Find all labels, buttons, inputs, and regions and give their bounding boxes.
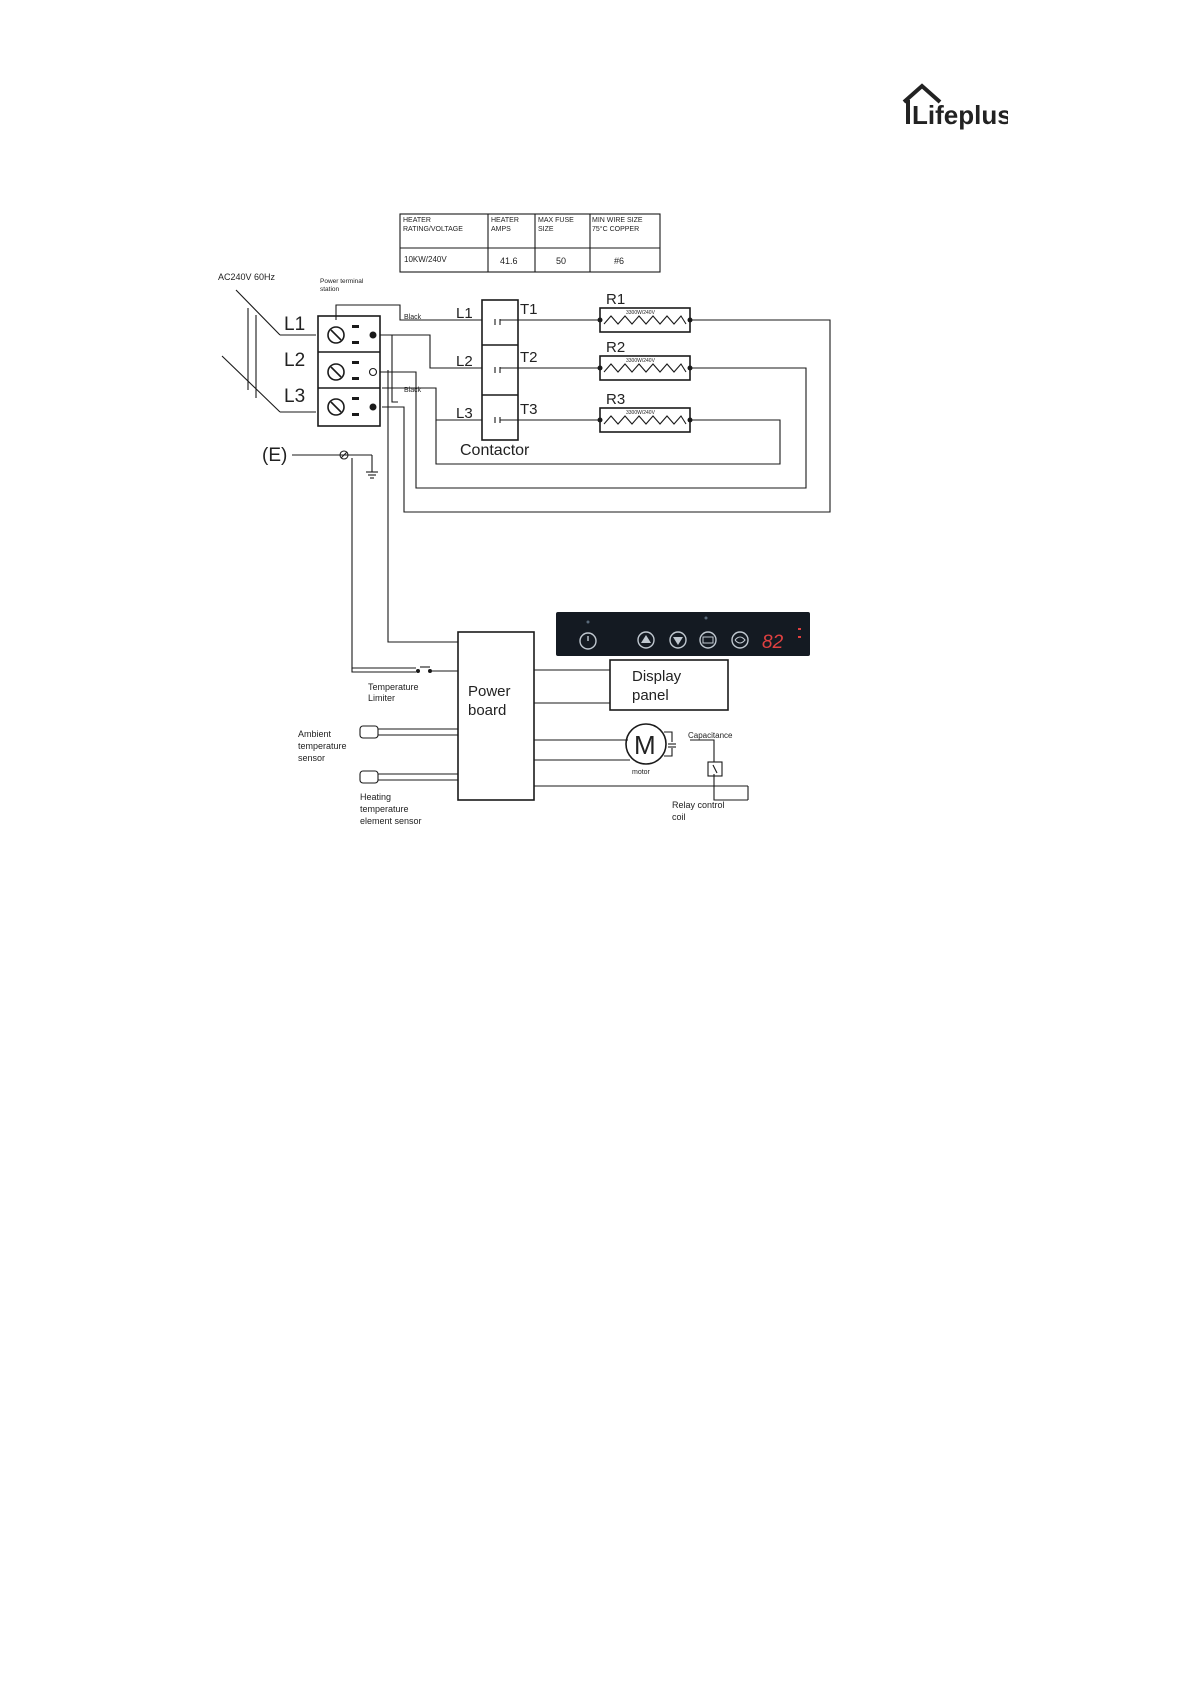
- contactor-t1-label: T1: [520, 301, 538, 318]
- fan-icon[interactable]: [731, 631, 749, 649]
- ambient-sensor-label-3: sensor: [298, 753, 325, 763]
- heating-element-sensor: [359, 770, 458, 784]
- heating-sensor-label-1: Heating: [360, 792, 391, 802]
- relay-label-1: Relay control: [672, 800, 725, 810]
- wire-label-black-2: Black: [404, 387, 422, 394]
- ambient-temperature-sensor: [359, 725, 458, 739]
- mode-icon[interactable]: [699, 631, 717, 649]
- indicator-light: [704, 616, 708, 620]
- element-r2-rating: 3300W/240V: [626, 358, 656, 364]
- terminal-l2-label: L2: [284, 350, 305, 371]
- power-board: [457, 631, 535, 801]
- contactor-t3-label: T3: [520, 401, 538, 418]
- relay-control-coil: [707, 761, 723, 777]
- spec-value-fuse: 50: [556, 256, 566, 266]
- temperature-display: 82: [762, 632, 784, 653]
- earth-wiring: [292, 370, 458, 669]
- control-panel: 82: [0, 0, 810, 656]
- element-r3-rating: 3300W/240V: [626, 410, 656, 416]
- temp-limiter-label-2: Limiter: [368, 693, 395, 703]
- motor-wiring: [534, 731, 749, 801]
- terminal-block: [317, 315, 381, 427]
- return-wires: [380, 319, 831, 513]
- spec-value-wire: #6: [614, 256, 624, 266]
- contactor-l1-label: L1: [456, 305, 473, 322]
- spec-value-amps: 41.6: [500, 256, 518, 266]
- display-panel: [609, 659, 729, 711]
- ambient-sensor-label-2: temperature: [298, 741, 347, 751]
- element-r2-label: R2: [606, 339, 625, 356]
- terminal-screw-l3: [327, 397, 377, 416]
- display-indicator: [798, 636, 801, 638]
- heating-sensor-label-2: temperature: [360, 804, 409, 814]
- display-indicator: [798, 628, 801, 630]
- contactor-l3-label: L3: [456, 405, 473, 422]
- display-panel-wires: [534, 669, 610, 704]
- terminal-screw-l2: [327, 361, 378, 381]
- power-icon[interactable]: [579, 632, 597, 650]
- element-r1-rating: 3300W/240V: [626, 310, 656, 316]
- indicator-light: [586, 620, 590, 624]
- fan-motor: [625, 723, 667, 765]
- ambient-sensor-label-1: Ambient: [298, 729, 332, 739]
- spec-header-rating: HEATER RATING/VOLTAGE: [403, 217, 463, 233]
- house-roof-icon: [902, 83, 942, 104]
- temp-limiter-label-1: Temperature: [368, 682, 419, 692]
- spec-table: HEATER RATING/VOLTAGE HEATER AMPS MAX FU…: [399, 213, 661, 273]
- line-wires: [335, 304, 482, 421]
- element-r3-label: R3: [606, 391, 625, 408]
- motor-symbol: M: [634, 730, 656, 760]
- contactor-label: Contactor: [460, 442, 530, 459]
- up-arrow-icon[interactable]: [637, 631, 655, 649]
- spec-header-amps: HEATER AMPS: [491, 217, 519, 233]
- contactor-l2-label: L2: [456, 353, 473, 370]
- temperature-limiter: [351, 666, 458, 673]
- capacitance-label: Capacitance: [688, 731, 733, 740]
- spec-value-rating: 10KW/240V: [404, 255, 447, 264]
- power-board-label-2: board: [468, 702, 506, 719]
- motor-label: motor: [632, 769, 651, 776]
- brand-name: Lifeplus: [912, 100, 1008, 130]
- terminal-screw-l1: [327, 325, 377, 344]
- spec-header-wire: MIN WIRE SIZE 75°C COPPER: [592, 217, 643, 233]
- terminal-l3-label: L3: [284, 386, 305, 407]
- wire-label-black-1: Black: [404, 314, 422, 321]
- heating-sensor-label-3: element sensor: [360, 816, 422, 826]
- terminal-l1-label: L1: [284, 314, 305, 335]
- contactor: [481, 299, 519, 441]
- terminal-station-label: Power terminal station: [320, 278, 364, 293]
- spec-header-fuse: MAX FUSE SIZE: [538, 217, 574, 233]
- display-panel-label-2: panel: [632, 687, 669, 704]
- lifeplus-logo: Lifeplus: [902, 83, 1008, 130]
- down-arrow-icon[interactable]: [0, 0, 687, 649]
- contactor-t2-label: T2: [520, 349, 538, 366]
- earth-label: (E): [262, 445, 287, 466]
- relay-label-2: coil: [672, 812, 686, 822]
- supply-label: AC240V 60Hz: [218, 272, 276, 282]
- contactor-outputs: [500, 319, 600, 421]
- supply-lines: [221, 289, 316, 413]
- element-r1-label: R1: [606, 291, 625, 308]
- power-board-label-1: Power: [468, 683, 511, 700]
- display-panel-label-1: Display: [632, 668, 682, 685]
